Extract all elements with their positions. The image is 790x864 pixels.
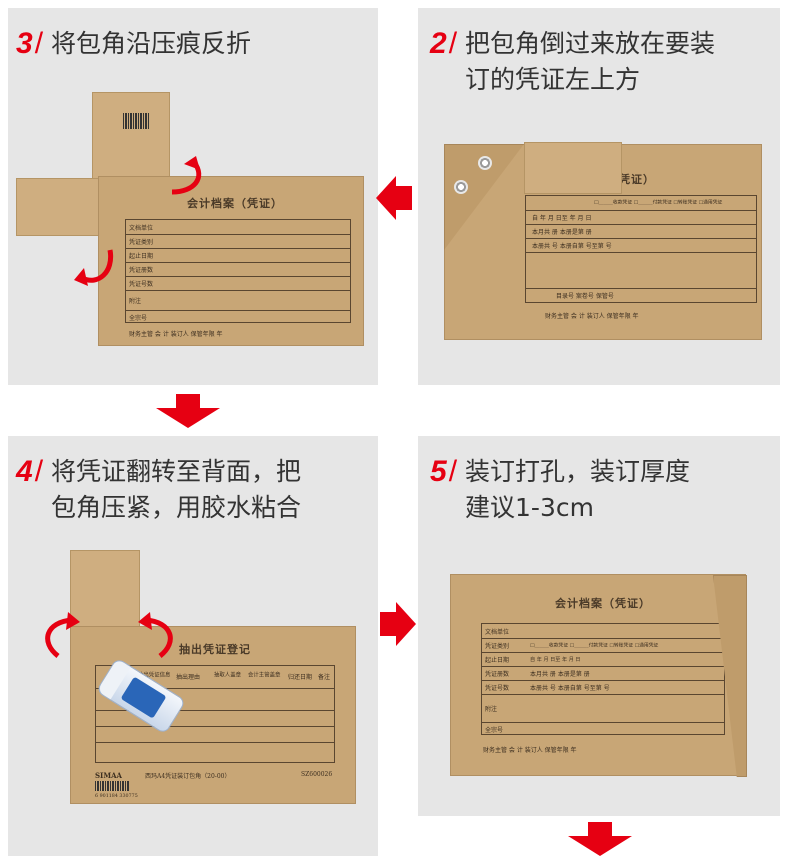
- red-arrow-icon: [156, 394, 220, 430]
- corner-flap-top: [92, 92, 170, 184]
- step4-heading: 4 / 将凭证翻转至背面，把 包角压紧，用胶水粘合: [16, 454, 301, 526]
- step3-panel: 3 / 将包角沿压痕反折 会计档案（凭证） 文档单位 凭证类别 起止日期 凭证册…: [8, 8, 378, 385]
- form-row-numbers: 本册共 号 本册自第 号至第 号: [530, 685, 610, 692]
- step2-heading: 2 / 把包角倒过来放在要装 订的凭证左上方: [430, 26, 715, 98]
- form-label-fonds: 全宗号: [129, 315, 148, 322]
- register-envelope: 抽出凭证登记 抽出凭证信息 抽出理由 抽取人盖章 会计主管盖章 归还日期 备注 …: [70, 626, 356, 804]
- form-row-volumes: 本月共 册 本册是第 册: [532, 229, 592, 236]
- step5-panel: 5 / 装订打孔，装订厚度 建议1-3cm 会计档案（凭证） 文档单位 凭证类别…: [418, 436, 780, 816]
- envelope-title: 会计档案（凭证）: [555, 597, 651, 610]
- form-label-volumes: 凭证册数: [129, 267, 154, 274]
- envelope-footer: 财务主管 会 计 装订人 保管年限 年: [483, 747, 577, 754]
- form-row-dates: 自 年 月 日至 年 月 日: [530, 656, 581, 663]
- step5-number: 5: [430, 455, 447, 488]
- register-header-5: 备注: [318, 674, 331, 681]
- form-label-category: 凭证类别: [485, 643, 510, 650]
- step3-heading: 3 / 将包角沿压痕反折: [16, 26, 251, 62]
- curved-red-arrow-icon: [138, 612, 173, 658]
- form-label-volumes: 凭证册数: [485, 671, 510, 678]
- envelope-card: 凭证） □______收款凭证 □______付款凭证 □转账凭证 □通用凭证 …: [444, 144, 762, 340]
- step4-slash: /: [34, 455, 44, 488]
- form-label-dates: 起止日期: [485, 657, 510, 664]
- curved-red-arrow-icon: [171, 156, 202, 195]
- form-label-notes: 附注: [485, 706, 498, 713]
- form-label-fonds: 全宗号: [485, 727, 504, 734]
- red-arrow-icon: [376, 168, 412, 228]
- form-label-category: 凭证类别: [129, 239, 154, 246]
- register-header-2: 抽取人盖章: [214, 671, 242, 679]
- step3-slash: /: [34, 27, 44, 60]
- corner-flap-upper: [524, 142, 622, 194]
- barcode-graphic: [123, 113, 149, 129]
- product-name: 西玛A4凭证装订包角（20-00）: [145, 773, 231, 780]
- form-label-dates: 起止日期: [129, 253, 154, 260]
- step4-text: 将凭证翻转至背面，把 包角压紧，用胶水粘合: [51, 457, 302, 522]
- register-header-3: 会计主管盖章: [248, 671, 281, 679]
- form-label-unit: 文档单位: [129, 225, 154, 232]
- corner-flap-left: [16, 178, 100, 236]
- form-row-dates: 自 年 月 日至 年 月 日: [532, 215, 592, 222]
- step4-panel: 4 / 将凭证翻转至背面，把 包角压紧，用胶水粘合 抽出凭证登记 抽出凭证信息 …: [8, 436, 378, 856]
- envelope-title-partial: 凭证）: [619, 173, 655, 186]
- form-label-numbers: 凭证号数: [485, 685, 510, 692]
- envelope-title: 会计档案（凭证）: [187, 197, 283, 210]
- envelope-card: 会计档案（凭证） 文档单位 凭证类别 起止日期 凭证册数 凭证号数 附注 全宗号…: [98, 176, 364, 346]
- step5-text: 装订打孔，装订厚度 建议1-3cm: [465, 457, 691, 522]
- red-arrow-icon: [568, 822, 632, 858]
- step2-number: 2: [430, 27, 447, 60]
- brand-logo: SIMAA: [95, 771, 122, 780]
- envelope-form: 文档单位 凭证类别 起止日期 凭证册数 凭证号数 附注 全宗号: [125, 219, 351, 323]
- form-row-category: □______收款凭证 □______付款凭证 □转账凭证 □通用凭证: [530, 642, 659, 649]
- envelope-form: □______收款凭证 □______付款凭证 □转账凭证 □通用凭证 自 年 …: [525, 195, 757, 303]
- register-header-0: 抽出凭证信息: [138, 671, 171, 679]
- step3-number: 3: [16, 27, 33, 60]
- red-arrow-icon: [380, 594, 416, 654]
- form-row-category: □______收款凭证 □______付款凭证 □转账凭证 □通用凭证: [594, 199, 723, 206]
- envelope-footer: 财务主管 会 计 装订人 保管年限 年: [545, 313, 639, 320]
- form-row-numbers: 本册共 号 本册自第 号至第 号: [532, 243, 612, 250]
- step3-text: 将包角沿压痕反折: [51, 29, 252, 58]
- register-table: 抽出凭证信息 抽出理由 抽取人盖章 会计主管盖章 归还日期 备注: [95, 665, 335, 763]
- step2-panel: 2 / 把包角倒过来放在要装 订的凭证左上方 凭证） □______收款凭证 □…: [418, 8, 780, 385]
- binding-hole-icon: [478, 156, 492, 170]
- register-title: 抽出凭证登记: [179, 643, 251, 656]
- envelope-footer: 财务主管 会 计 装订人 保管年限 年: [129, 331, 223, 338]
- form-label-numbers: 凭证号数: [129, 281, 154, 288]
- curved-red-arrow-icon: [45, 612, 80, 658]
- product-code: SZ600026: [301, 771, 333, 778]
- step2-text: 把包角倒过来放在要装 订的凭证左上方: [465, 29, 716, 94]
- envelope-card: 会计档案（凭证） 文档单位 凭证类别 □______收款凭证 □______付款…: [450, 574, 747, 777]
- corner-flap-top: [70, 550, 140, 634]
- step2-slash: /: [448, 27, 458, 60]
- barcode-number: 6 901184 330775: [95, 793, 138, 799]
- form-label-unit: 文档单位: [485, 629, 510, 636]
- curved-red-arrow-icon: [74, 249, 114, 286]
- envelope-form: 文档单位 凭证类别 □______收款凭证 □______付款凭证 □转账凭证 …: [481, 623, 725, 735]
- form-label-notes: 附注: [129, 298, 142, 305]
- form-row-volumes: 本月共 册 本册是第 册: [530, 671, 590, 678]
- step4-number: 4: [16, 455, 33, 488]
- register-header-4: 归还日期: [288, 674, 313, 681]
- form-row-fonds: 目录号 案卷号 保管号: [556, 293, 614, 300]
- step5-heading: 5 / 装订打孔，装订厚度 建议1-3cm: [430, 454, 690, 526]
- binding-hole-icon: [454, 180, 468, 194]
- barcode-graphic: [95, 781, 129, 791]
- register-header-1: 抽出理由: [176, 674, 201, 681]
- step5-slash: /: [448, 455, 458, 488]
